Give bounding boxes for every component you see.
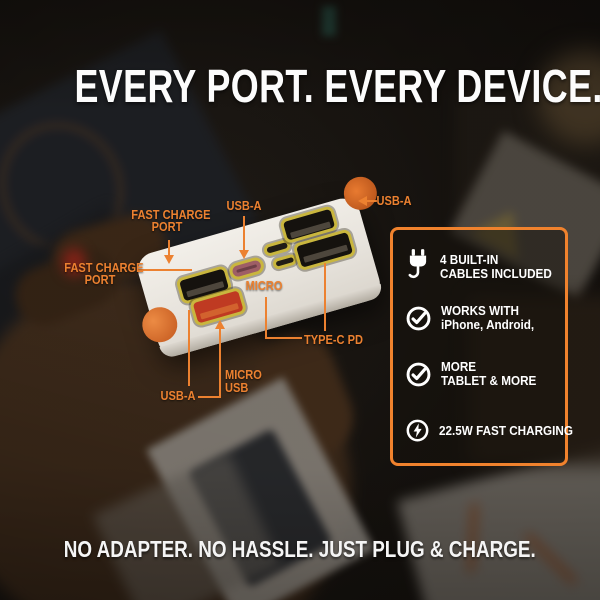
feature-item-works-with: WORKS WITH iPhone, Android, [405,304,545,332]
arrowhead-down [239,250,249,259]
label-usb-a-right: USB-A [371,193,417,208]
feature-item-cables: 4 BUILT-IN CABLES INCLUDED [405,248,564,286]
tagline: NO ADAPTER. NO HASSLE. JUST PLUG & CHARG… [0,536,600,563]
callout-line [198,328,221,398]
headline: EVERY PORT. EVERY DEVICE. [0,59,600,113]
label-line: PORT [84,272,116,287]
label-micro: MICRO [241,278,287,293]
check-circle-icon [406,362,431,386]
plug-icon [408,249,427,279]
check-circle-icon [406,306,431,330]
label-line: MICRO [225,367,262,382]
label-line: MICRO [245,278,283,293]
arrowhead-left [358,196,367,206]
label-fast-charge-port-top: FAST CHARGE PORT [131,207,211,234]
feature-text: 22.5W FAST CHARGING [439,422,588,438]
callout-line [265,297,302,339]
feature-line: iPhone, Android, [441,317,535,332]
label-line: USB [225,380,249,395]
feature-item-more-devices: MORE TABLET & MORE [405,360,547,388]
label-type-c-pd: TYPE-C PD [304,332,372,347]
feature-item-fast-charging: 22.5W FAST CHARGING [405,418,588,443]
feature-text: MORE TABLET & MORE [441,360,547,388]
label-line: USB-A [226,198,262,213]
arrowhead-down [164,255,174,264]
label-usb-a-bottom: USB-A [155,388,201,403]
label-line: PORT [151,219,183,234]
label-line: FAST CHARGE [64,260,144,275]
headline-text: EVERY PORT. EVERY DEVICE. [74,60,600,113]
arrowhead-up [215,320,225,329]
feature-line: CABLES INCLUDED [440,266,552,281]
feature-line: MORE [441,359,477,374]
features-panel: 4 BUILT-IN CABLES INCLUDED WORKS WITH iP… [390,227,573,466]
feature-line: 22.5W FAST CHARGING [439,422,573,438]
feature-line: TABLET & MORE [441,373,537,388]
lightning-circle-icon [406,419,429,442]
feature-text: WORKS WITH iPhone, Android, [441,304,545,332]
feature-line: 4 BUILT-IN [440,252,499,267]
label-micro-usb: MICRO USB [225,368,276,394]
label-usb-a-top: USB-A [221,198,267,213]
label-line: USB-A [376,193,412,208]
label-line: USB-A [160,388,196,403]
label-line: FAST CHARGE [131,207,211,222]
label-line: TYPE-C PD [304,332,363,347]
feature-line: WORKS WITH [441,303,519,318]
feature-text: 4 BUILT-IN CABLES INCLUDED [440,253,564,281]
tagline-text: NO ADAPTER. NO HASSLE. JUST PLUG & CHARG… [64,536,536,562]
label-fast-charge-port-left: FAST CHARGE PORT [64,260,144,287]
